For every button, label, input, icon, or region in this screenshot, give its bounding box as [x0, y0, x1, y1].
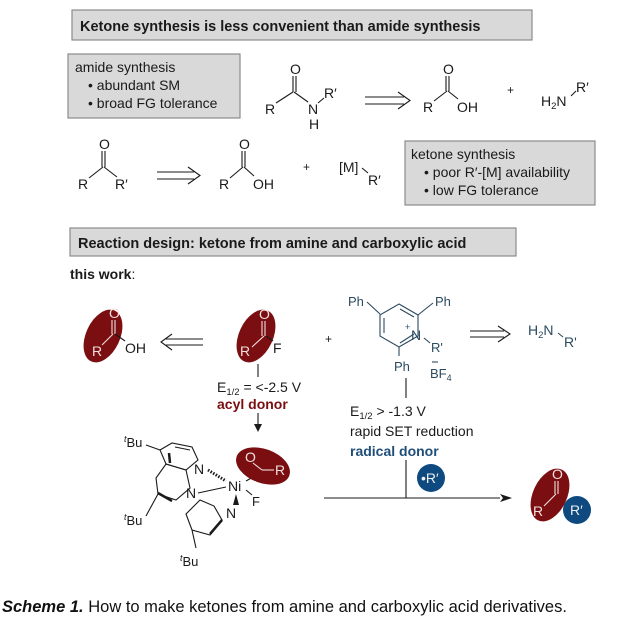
svg-text:R: R: [240, 343, 250, 359]
retro-arrow-right: [470, 325, 511, 343]
retro-arrow-1: [365, 91, 411, 110]
svg-text:R': R': [564, 334, 577, 350]
plus-sign-3: +: [325, 332, 332, 346]
svg-text:R': R': [431, 340, 443, 355]
svg-text:F: F: [252, 494, 260, 509]
acyl-acid-structure: R O OH: [83, 305, 146, 363]
svg-text:R′: R′: [324, 85, 337, 101]
scheme-diagram: Ketone synthesis is less convenient than…: [67, 9, 596, 569]
svg-text:O: O: [109, 305, 120, 321]
acyl-fluoride-highlight-ellipse: [236, 309, 276, 363]
ketone-box-title: ketone synthesis: [411, 146, 515, 162]
svg-text:O: O: [443, 61, 454, 77]
radical-circle: •R′: [417, 464, 445, 492]
amide-bullet-1: • abundant SM: [88, 77, 180, 93]
svg-text:R: R: [423, 99, 433, 115]
radical-donor-label: radical donor: [350, 443, 439, 459]
organometallic-structure: [M] R′: [339, 159, 381, 188]
header-box-1: Ketone synthesis is less convenient than…: [71, 9, 533, 41]
svg-text:F: F: [273, 340, 282, 356]
amide-box-title: amide synthesis: [75, 59, 175, 75]
header-2-text: Reaction design: ketone from amine and c…: [78, 236, 466, 252]
svg-text:O: O: [259, 306, 270, 322]
svg-text:[M]: [M]: [339, 159, 358, 175]
pyridinium-salt-structure: Ph Ph N + R' Ph BF4: [348, 294, 452, 383]
svg-text:BF4: BF4: [430, 366, 452, 383]
this-work-label: this work:: [70, 266, 135, 282]
scheme-caption: Scheme 1. How to make ketones from amine…: [2, 598, 567, 616]
ni-acyl-highlight-ellipse: [236, 447, 290, 485]
svg-text:R′: R′: [576, 79, 589, 95]
retro-arrow-2: [157, 166, 201, 185]
nickel-atom: Ni: [228, 478, 241, 494]
svg-text:R: R: [78, 176, 88, 192]
svg-text:N: N: [194, 461, 204, 477]
svg-text:R′: R′: [115, 176, 128, 192]
nickel-terpyridine-complex: tBu N N tBu N tBu Ni F O R: [124, 434, 290, 569]
ketone-bullet-2: • low FG tolerance: [424, 182, 539, 198]
svg-text:R: R: [219, 176, 229, 192]
amine-structure-2: H2N R': [528, 322, 577, 350]
product-ketone: R O R′: [530, 466, 591, 524]
svg-text:H2N: H2N: [541, 93, 567, 112]
ketone-structure: R O R′: [78, 136, 128, 192]
svg-text:OH: OH: [125, 340, 146, 356]
acyl-donor-label: acyl donor: [217, 396, 288, 412]
svg-text:R: R: [533, 503, 543, 519]
carboxylic-acid-structure-2: R O OH: [219, 136, 274, 192]
amide-synthesis-box: amide synthesis • abundant SM • broad FG…: [67, 53, 241, 119]
svg-text:E1/2 > -1.3 V: E1/2 > -1.3 V: [350, 403, 427, 422]
svg-text:tBu: tBu: [180, 553, 198, 569]
svg-text:N: N: [308, 101, 318, 117]
plus-sign-2: +: [303, 160, 310, 174]
svg-text:R: R: [265, 101, 275, 117]
svg-text:Ph: Ph: [435, 294, 451, 309]
svg-text:N: N: [411, 327, 421, 343]
arrow-down-icon: [254, 424, 262, 432]
acyl-fluoride-structure: R O F: [236, 306, 282, 377]
amide-bullet-2: • broad FG tolerance: [88, 95, 218, 111]
product-acyl-ellipse: [530, 468, 570, 522]
svg-text:R′: R′: [368, 172, 381, 188]
product-radical-circle: [563, 496, 591, 524]
amine-structure-1: H2N R′: [541, 79, 589, 112]
radical-potential-label: E1/2 > -1.3 V rapid SET reduction radica…: [350, 403, 473, 459]
svg-text:Ph: Ph: [394, 359, 410, 374]
svg-text:O: O: [245, 449, 256, 465]
svg-text:•R′: •R′: [421, 470, 439, 486]
svg-text:R: R: [275, 462, 285, 478]
svg-text:R: R: [92, 343, 102, 359]
svg-text:E1/2 = <-2.5 V: E1/2 = <-2.5 V: [217, 379, 302, 398]
svg-text:R′: R′: [570, 502, 583, 518]
svg-text:H: H: [309, 116, 319, 132]
svg-text:O: O: [552, 466, 563, 482]
arrow-head-icon: [500, 494, 512, 502]
retro-arrow-left: [160, 333, 203, 351]
header-box-2: Reaction design: ketone from amine and c…: [69, 227, 517, 257]
svg-text:OH: OH: [457, 99, 478, 115]
svg-text:OH: OH: [253, 176, 274, 192]
acyl-highlight-ellipse: [83, 309, 123, 363]
ketone-bullet-1: • poor R′-[M] availability: [424, 164, 570, 180]
rapid-set-label: rapid SET reduction: [350, 423, 473, 439]
carboxylic-acid-structure-1: R O OH: [423, 61, 478, 115]
svg-text:tBu: tBu: [124, 434, 142, 450]
svg-text:tBu: tBu: [124, 512, 142, 528]
svg-text:O: O: [290, 61, 301, 77]
svg-text:N: N: [226, 505, 236, 521]
svg-text:H2N: H2N: [528, 322, 554, 341]
plus-sign-1: +: [507, 83, 514, 97]
svg-text:+: +: [405, 322, 410, 332]
header-1-text: Ketone synthesis is less convenient than…: [80, 19, 481, 35]
svg-text:Ph: Ph: [348, 294, 364, 309]
ketone-synthesis-box: ketone synthesis • poor R′-[M] availabil…: [404, 140, 596, 206]
acyl-potential-label: E1/2 = <-2.5 V acyl donor: [217, 379, 302, 432]
reaction-arrow: [324, 494, 512, 502]
svg-text:N: N: [186, 485, 196, 501]
amide-structure: R O N H R′: [265, 61, 337, 132]
svg-text:O: O: [99, 136, 110, 152]
svg-text:O: O: [239, 136, 250, 152]
